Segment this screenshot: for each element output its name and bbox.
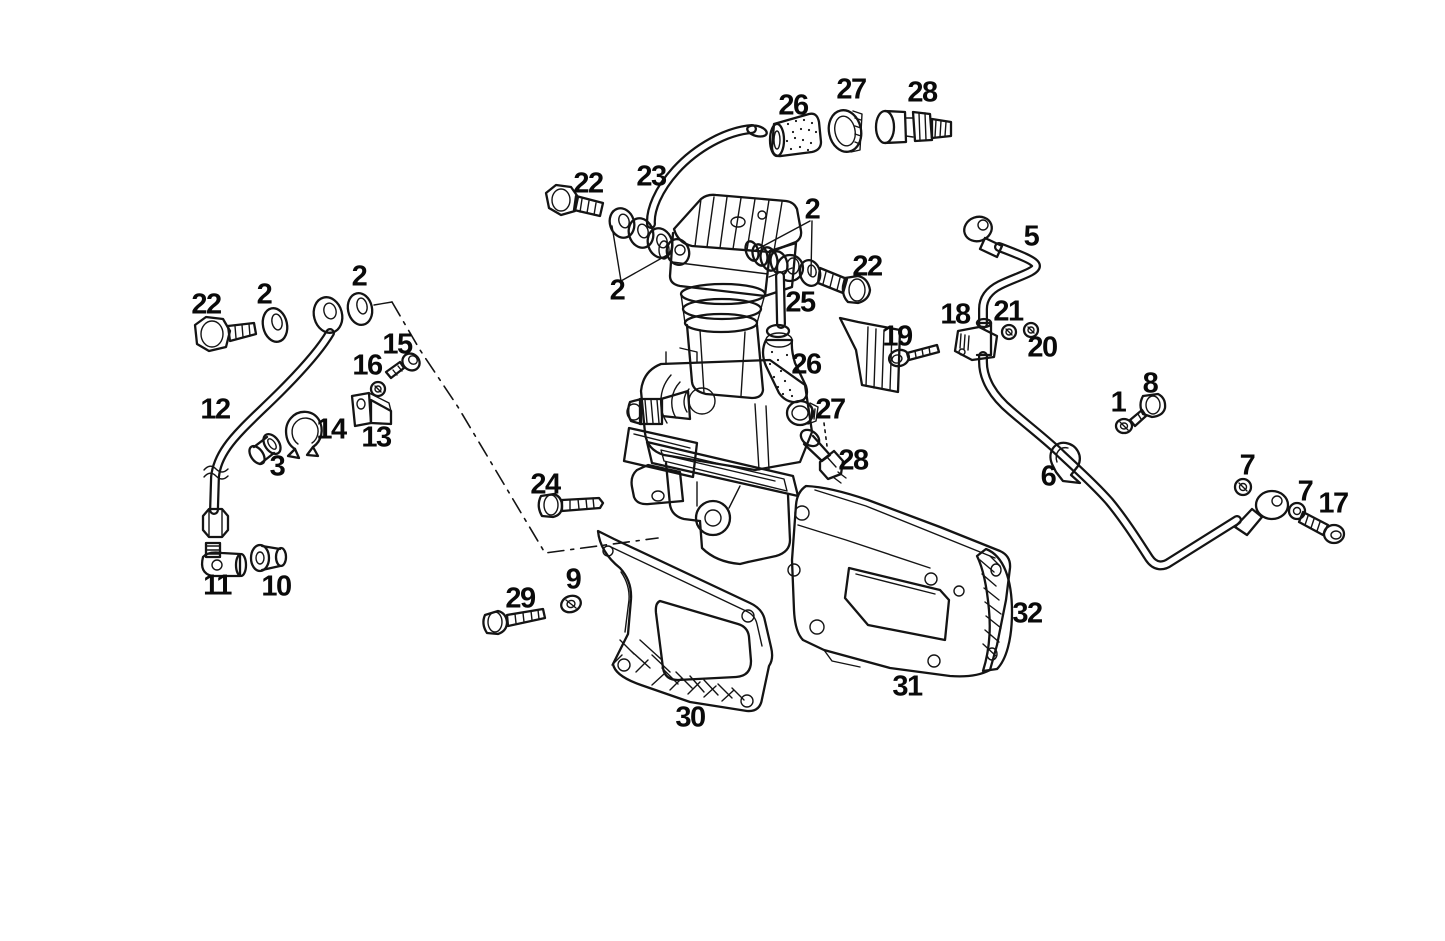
fitting-28-lower: [799, 428, 847, 484]
manifold-elbow: [630, 440, 800, 566]
washer-20: [1022, 321, 1040, 339]
hose-26-lower: [761, 332, 809, 404]
part-label-7-29: 7: [1239, 449, 1256, 482]
banjo-bolt-17: [1297, 510, 1346, 545]
gasket-32: [975, 547, 1014, 673]
washer-7-a: [1233, 477, 1253, 497]
part-label-22-7: 22: [852, 250, 883, 283]
bolt-24: [537, 492, 605, 519]
washer-16: [369, 380, 387, 398]
pipe-clamp-6: [1049, 441, 1082, 485]
part-label-24-30: 24: [530, 468, 561, 501]
part-label-2-5: 2: [804, 193, 821, 226]
gasket-30: [596, 529, 774, 713]
pipe-5: [978, 242, 1242, 571]
part-label-3-26: 3: [269, 450, 286, 483]
part-label-13-25: 13: [361, 421, 392, 454]
part-label-28-27: 28: [838, 444, 869, 477]
part-label-11-34: 11: [203, 569, 232, 602]
mounting-bracket-31: [787, 484, 1012, 678]
part-label-31-38: 31: [892, 670, 923, 703]
part-label-1-21: 1: [1110, 386, 1127, 419]
hose-clamp-27-top: [827, 109, 863, 153]
part-label-28-2: 28: [907, 76, 938, 109]
part-label-27-1: 27: [836, 73, 867, 106]
part-label-19-15: 19: [882, 320, 913, 353]
part-label-20-16: 20: [1027, 331, 1058, 364]
washer-9: [560, 594, 582, 614]
banjo-eye-5-top: [963, 215, 1004, 259]
part-label-30-39: 30: [675, 701, 706, 734]
washer-21: [1000, 323, 1018, 341]
part-label-23-4: 23: [636, 160, 667, 193]
part-label-8-20: 8: [1142, 367, 1159, 400]
part-label-14-24: 14: [316, 413, 347, 446]
part-label-6-28: 6: [1040, 460, 1057, 493]
engine-mount-boss: [838, 316, 902, 394]
fitting-28-top: [874, 109, 953, 145]
part-label-10-35: 10: [261, 570, 292, 603]
part-label-32-37: 32: [1012, 597, 1043, 630]
part-label-29-36: 29: [505, 582, 536, 615]
bolt-19: [887, 343, 941, 368]
washers-2-head-left: [608, 207, 691, 266]
pipe-bracket-18: [953, 317, 999, 362]
elbow-fitting-11: [200, 541, 248, 578]
part-label-26-19: 26: [791, 348, 822, 381]
crankcase-base-flange: [622, 426, 699, 479]
part-label-2-8: 2: [609, 274, 626, 307]
part-label-25-9: 25: [785, 286, 816, 319]
pipe-23: [645, 124, 768, 229]
plug-fitting-10: [249, 543, 288, 573]
part-label-22-3: 22: [573, 167, 604, 200]
unloader-rod-25: [765, 271, 791, 339]
part-label-17-32: 17: [1318, 487, 1349, 520]
part-label-7-31: 7: [1297, 475, 1314, 508]
part-label-16-18: 16: [352, 349, 383, 382]
washer-2-left-a: [261, 307, 289, 343]
union-nut-12: [201, 507, 230, 539]
part-label-15-17: 15: [382, 328, 413, 361]
sleeve-3: [248, 432, 282, 466]
pipe-12: [203, 328, 335, 515]
part-label-9-33: 9: [565, 563, 582, 596]
pipe-clamp-14: [284, 410, 323, 460]
washer-1: [1114, 417, 1134, 435]
washer-7-b: [1287, 501, 1307, 521]
drive-shaft-splined: [626, 389, 692, 426]
banjo-end-5: [1233, 489, 1290, 537]
construction-line: [373, 301, 659, 554]
part-label-27-23: 27: [815, 393, 846, 426]
bolt-22-right: [816, 266, 872, 305]
part-label-21-14: 21: [993, 295, 1024, 328]
part-label-22-12: 22: [191, 288, 222, 321]
bolt-8: [1128, 392, 1167, 428]
bolt-15: [384, 352, 421, 380]
part-label-5-6: 5: [1023, 220, 1040, 253]
bolt-22-top: [544, 183, 605, 218]
part-label-18-13: 18: [940, 298, 971, 331]
hose-clamp-27-lower: [785, 399, 819, 427]
part-label-12-22: 12: [200, 393, 231, 426]
banjo-eye-12: [312, 296, 344, 334]
bolt-29: [482, 607, 547, 636]
bolt-22-left: [193, 315, 258, 353]
part-label-2-10: 2: [256, 278, 273, 311]
washer-2-left-b: [346, 292, 374, 326]
part-label-26-0: 26: [778, 89, 809, 122]
compressor-cylinder-fins: [679, 282, 767, 334]
hose-26-top: [768, 112, 823, 158]
part-label-2-11: 2: [351, 260, 368, 293]
